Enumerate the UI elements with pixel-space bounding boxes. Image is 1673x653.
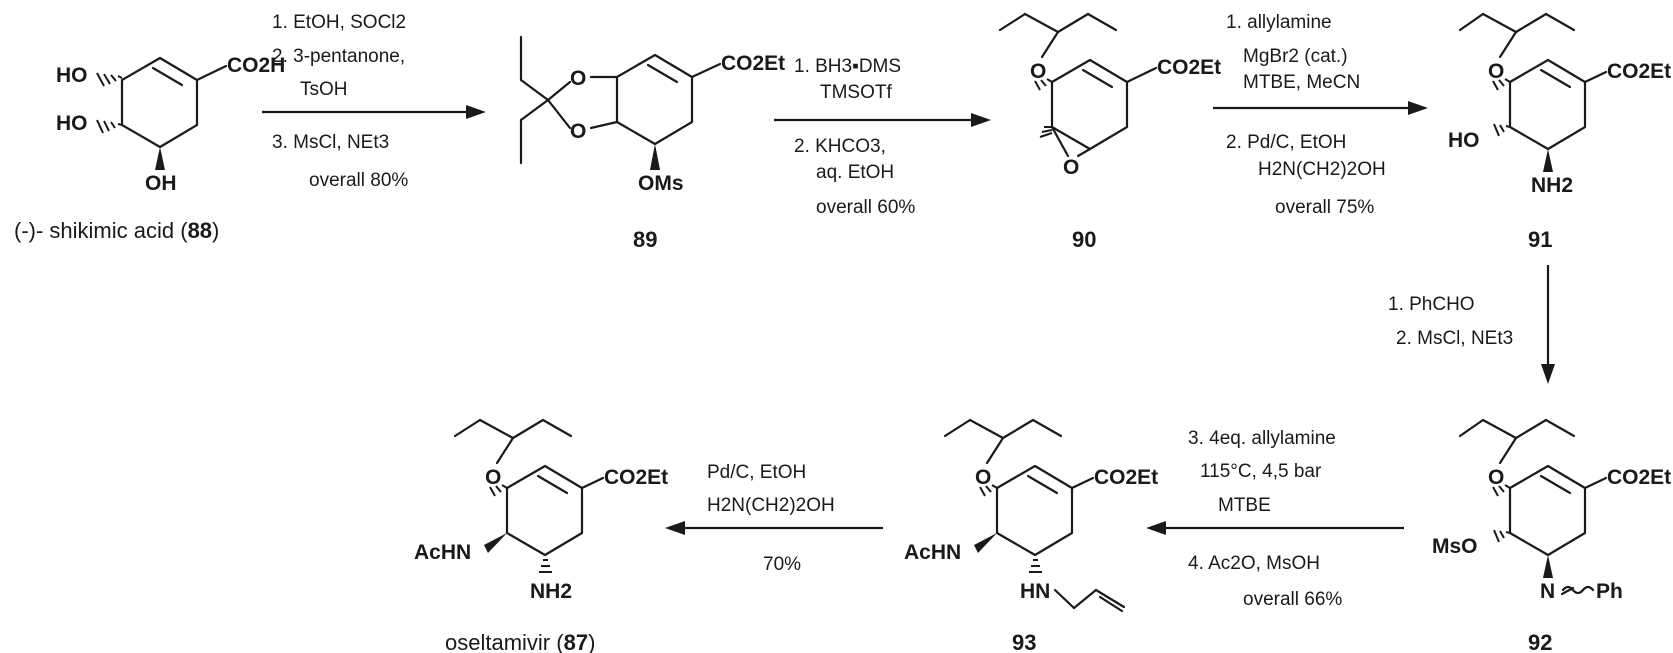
svg-text:1. PhCHO: 1. PhCHO <box>1388 294 1475 315</box>
svg-text:overall 66%: overall 66% <box>1243 589 1342 610</box>
compound-number: 91 <box>1528 227 1552 252</box>
svg-text:overall 80%: overall 80% <box>309 170 408 191</box>
compound-number: 92 <box>1528 630 1552 653</box>
svg-text:NH2: NH2 <box>530 580 572 603</box>
svg-text:Ph: Ph <box>1596 580 1623 603</box>
svg-text:2. 3-pentanone,: 2. 3-pentanone, <box>272 46 405 67</box>
svg-text:O: O <box>1488 466 1504 489</box>
svg-text:CO2Et: CO2Et <box>604 466 668 489</box>
compound-87: O AcHN NH2 CO2Et oseltamivir (87) <box>414 418 668 653</box>
svg-text:4. Ac2O, MsOH: 4. Ac2O, MsOH <box>1188 553 1320 574</box>
compound-90: O O CO2Et 90 <box>998 12 1221 252</box>
reaction-arrow-93-87: Pd/C, EtOH H2N(CH2)2OH 70% <box>665 462 883 575</box>
compound-number: 93 <box>1012 630 1036 653</box>
svg-text:O: O <box>570 67 586 90</box>
svg-text:overall 60%: overall 60% <box>816 197 915 218</box>
svg-text:OMs: OMs <box>638 172 684 195</box>
compound-number: 89 <box>633 227 657 252</box>
svg-text:MTBE: MTBE <box>1218 495 1271 516</box>
svg-text:H2N(CH2)2OH: H2N(CH2)2OH <box>1258 159 1386 180</box>
svg-text:CO2Et: CO2Et <box>1607 466 1671 489</box>
svg-text:1. EtOH, SOCl2: 1. EtOH, SOCl2 <box>272 12 406 33</box>
svg-text:AcHN: AcHN <box>904 541 961 564</box>
svg-text:NH2: NH2 <box>1531 174 1573 197</box>
compound-91: O HO NH2 CO2Et 91 <box>1448 12 1671 252</box>
svg-text:CO2Et: CO2Et <box>721 52 785 75</box>
svg-text:1. allylamine: 1. allylamine <box>1226 12 1332 33</box>
label-ho: HO <box>56 112 88 135</box>
label-oh: OH <box>145 172 177 195</box>
compound-88: HO HO OH CO2H (-)- shikimic acid (88) <box>14 54 285 243</box>
compound-name: oseltamivir (87) <box>445 630 595 653</box>
svg-text:O: O <box>975 466 991 489</box>
reaction-arrow-90-91: 1. allylamine MgBr2 (cat.) MTBE, MeCN 2.… <box>1213 12 1428 218</box>
svg-text:3. MsCl, NEt3: 3. MsCl, NEt3 <box>272 132 389 153</box>
svg-text:N: N <box>1540 580 1555 603</box>
svg-text:aq. EtOH: aq. EtOH <box>816 162 894 183</box>
reaction-arrow-89-90: 1. BH3▪DMS TMSOTf 2. KHCO3, aq. EtOH ove… <box>774 56 991 218</box>
svg-text:CO2Et: CO2Et <box>1157 56 1221 79</box>
reaction-arrow-91-92: 1. PhCHO 2. MsCl, NEt3 <box>1388 265 1555 384</box>
svg-text:MgBr2 (cat.): MgBr2 (cat.) <box>1243 46 1348 67</box>
wedge-bond <box>155 147 165 170</box>
svg-text:TMSOTf: TMSOTf <box>820 82 892 103</box>
svg-text:1. BH3▪DMS: 1. BH3▪DMS <box>794 56 901 77</box>
svg-text:70%: 70% <box>763 554 801 575</box>
svg-text:3. 4eq. allylamine: 3. 4eq. allylamine <box>1188 428 1336 449</box>
label-ho: HO <box>56 64 88 87</box>
svg-text:2. MsCl, NEt3: 2. MsCl, NEt3 <box>1396 328 1513 349</box>
svg-text:2. Pd/C, EtOH: 2. Pd/C, EtOH <box>1226 132 1346 153</box>
compound-89: O O CO2Et OMs 89 <box>519 35 785 252</box>
svg-text:115°C, 4,5 bar: 115°C, 4,5 bar <box>1200 461 1322 482</box>
reaction-arrow-92-93: 3. 4eq. allylamine 115°C, 4,5 bar MTBE 4… <box>1146 428 1404 610</box>
reaction-arrow-88-89: 1. EtOH, SOCl2 2. 3-pentanone, TsOH 3. M… <box>262 12 486 191</box>
svg-text:MsO: MsO <box>1432 535 1478 558</box>
svg-text:AcHN: AcHN <box>414 541 471 564</box>
svg-text:MTBE, MeCN: MTBE, MeCN <box>1243 72 1360 93</box>
svg-text:O: O <box>570 120 586 143</box>
compound-92: O MsO N Ph CO2Et 92 <box>1432 418 1671 653</box>
compound-name: (-)- shikimic acid (88) <box>14 218 219 243</box>
compound-number: 90 <box>1072 227 1096 252</box>
svg-text:O: O <box>1030 60 1046 83</box>
svg-text:H2N(CH2)2OH: H2N(CH2)2OH <box>707 495 835 516</box>
svg-text:HO: HO <box>1448 129 1480 152</box>
svg-text:O: O <box>1063 156 1079 179</box>
compound-93: O AcHN HN CO2Et 93 <box>904 418 1158 653</box>
svg-text:HN: HN <box>1020 580 1050 603</box>
svg-text:CO2Et: CO2Et <box>1607 60 1671 83</box>
svg-text:overall 75%: overall 75% <box>1275 197 1374 218</box>
svg-text:O: O <box>485 466 501 489</box>
svg-text:Pd/C, EtOH: Pd/C, EtOH <box>707 462 806 483</box>
svg-text:TsOH: TsOH <box>300 79 348 100</box>
svg-text:2. KHCO3,: 2. KHCO3, <box>794 136 886 157</box>
svg-text:O: O <box>1488 60 1504 83</box>
hash-bond <box>96 72 123 87</box>
svg-text:CO2Et: CO2Et <box>1094 466 1158 489</box>
label-acid: CO2H <box>227 54 285 77</box>
